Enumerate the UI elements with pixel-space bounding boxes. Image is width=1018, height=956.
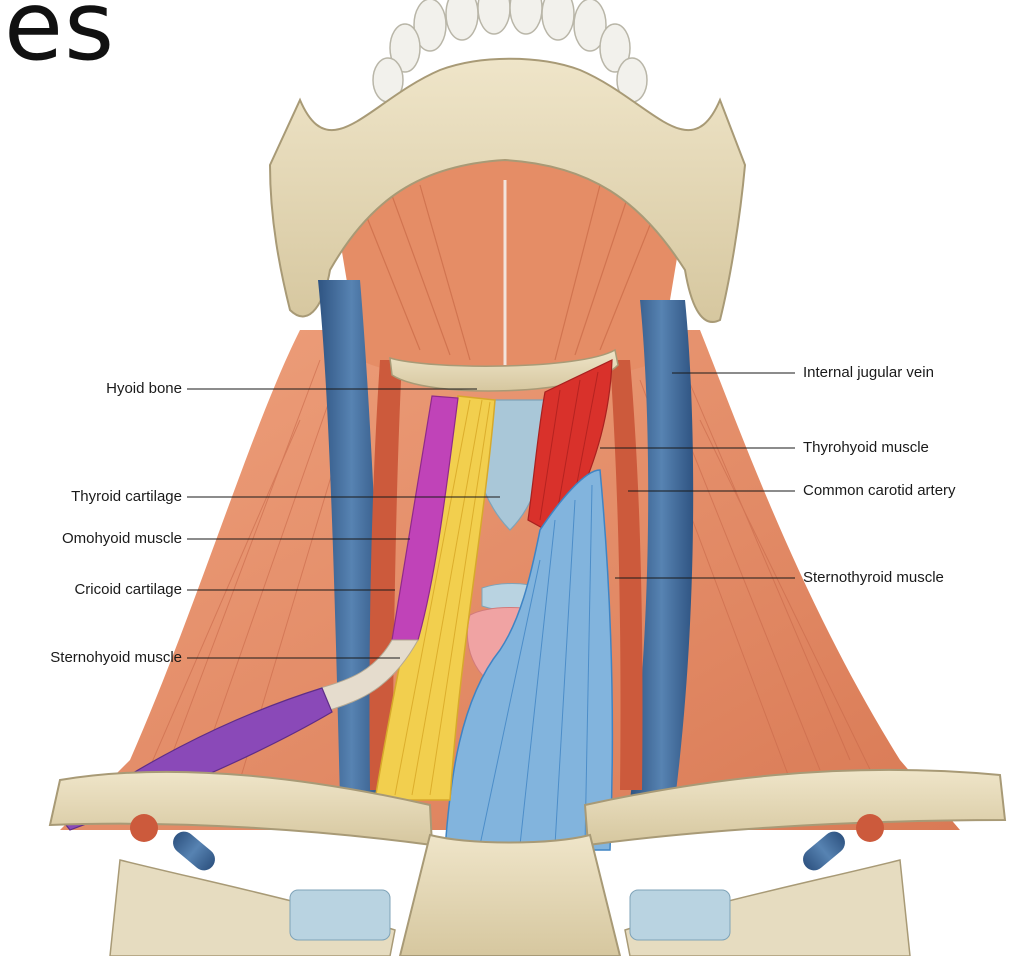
subclavian-vessels <box>130 814 884 871</box>
label-sternothyroid-muscle: Sternothyroid muscle <box>803 569 944 586</box>
clavicle-right <box>583 768 1007 847</box>
label-omohyoid-muscle: Omohyoid muscle <box>61 530 182 547</box>
teeth <box>372 0 648 103</box>
internal-jugular-vein-right <box>630 300 694 800</box>
common-carotid-artery-right <box>610 360 643 790</box>
label-internal-jugular-vein: Internal jugular vein <box>803 364 934 381</box>
manubrium <box>398 833 622 956</box>
costal-cartilage-right <box>629 889 731 941</box>
label-hyoid-bone: Hyoid bone <box>106 380 182 397</box>
label-common-carotid-artery: Common carotid artery <box>803 482 956 499</box>
slide-title-fragment: es <box>4 0 116 82</box>
costal-cartilage-left <box>289 889 391 941</box>
sternothyroid-muscle-shape <box>444 469 614 851</box>
label-cricoid-cartilage: Cricoid cartilage <box>74 581 182 598</box>
label-sternohyoid-muscle: Sternohyoid muscle <box>50 649 182 666</box>
mylohyoid-muscles <box>330 157 690 383</box>
label-thyrohyoid-muscle: Thyrohyoid muscle <box>803 439 929 456</box>
label-thyroid-cartilage: Thyroid cartilage <box>71 488 182 505</box>
